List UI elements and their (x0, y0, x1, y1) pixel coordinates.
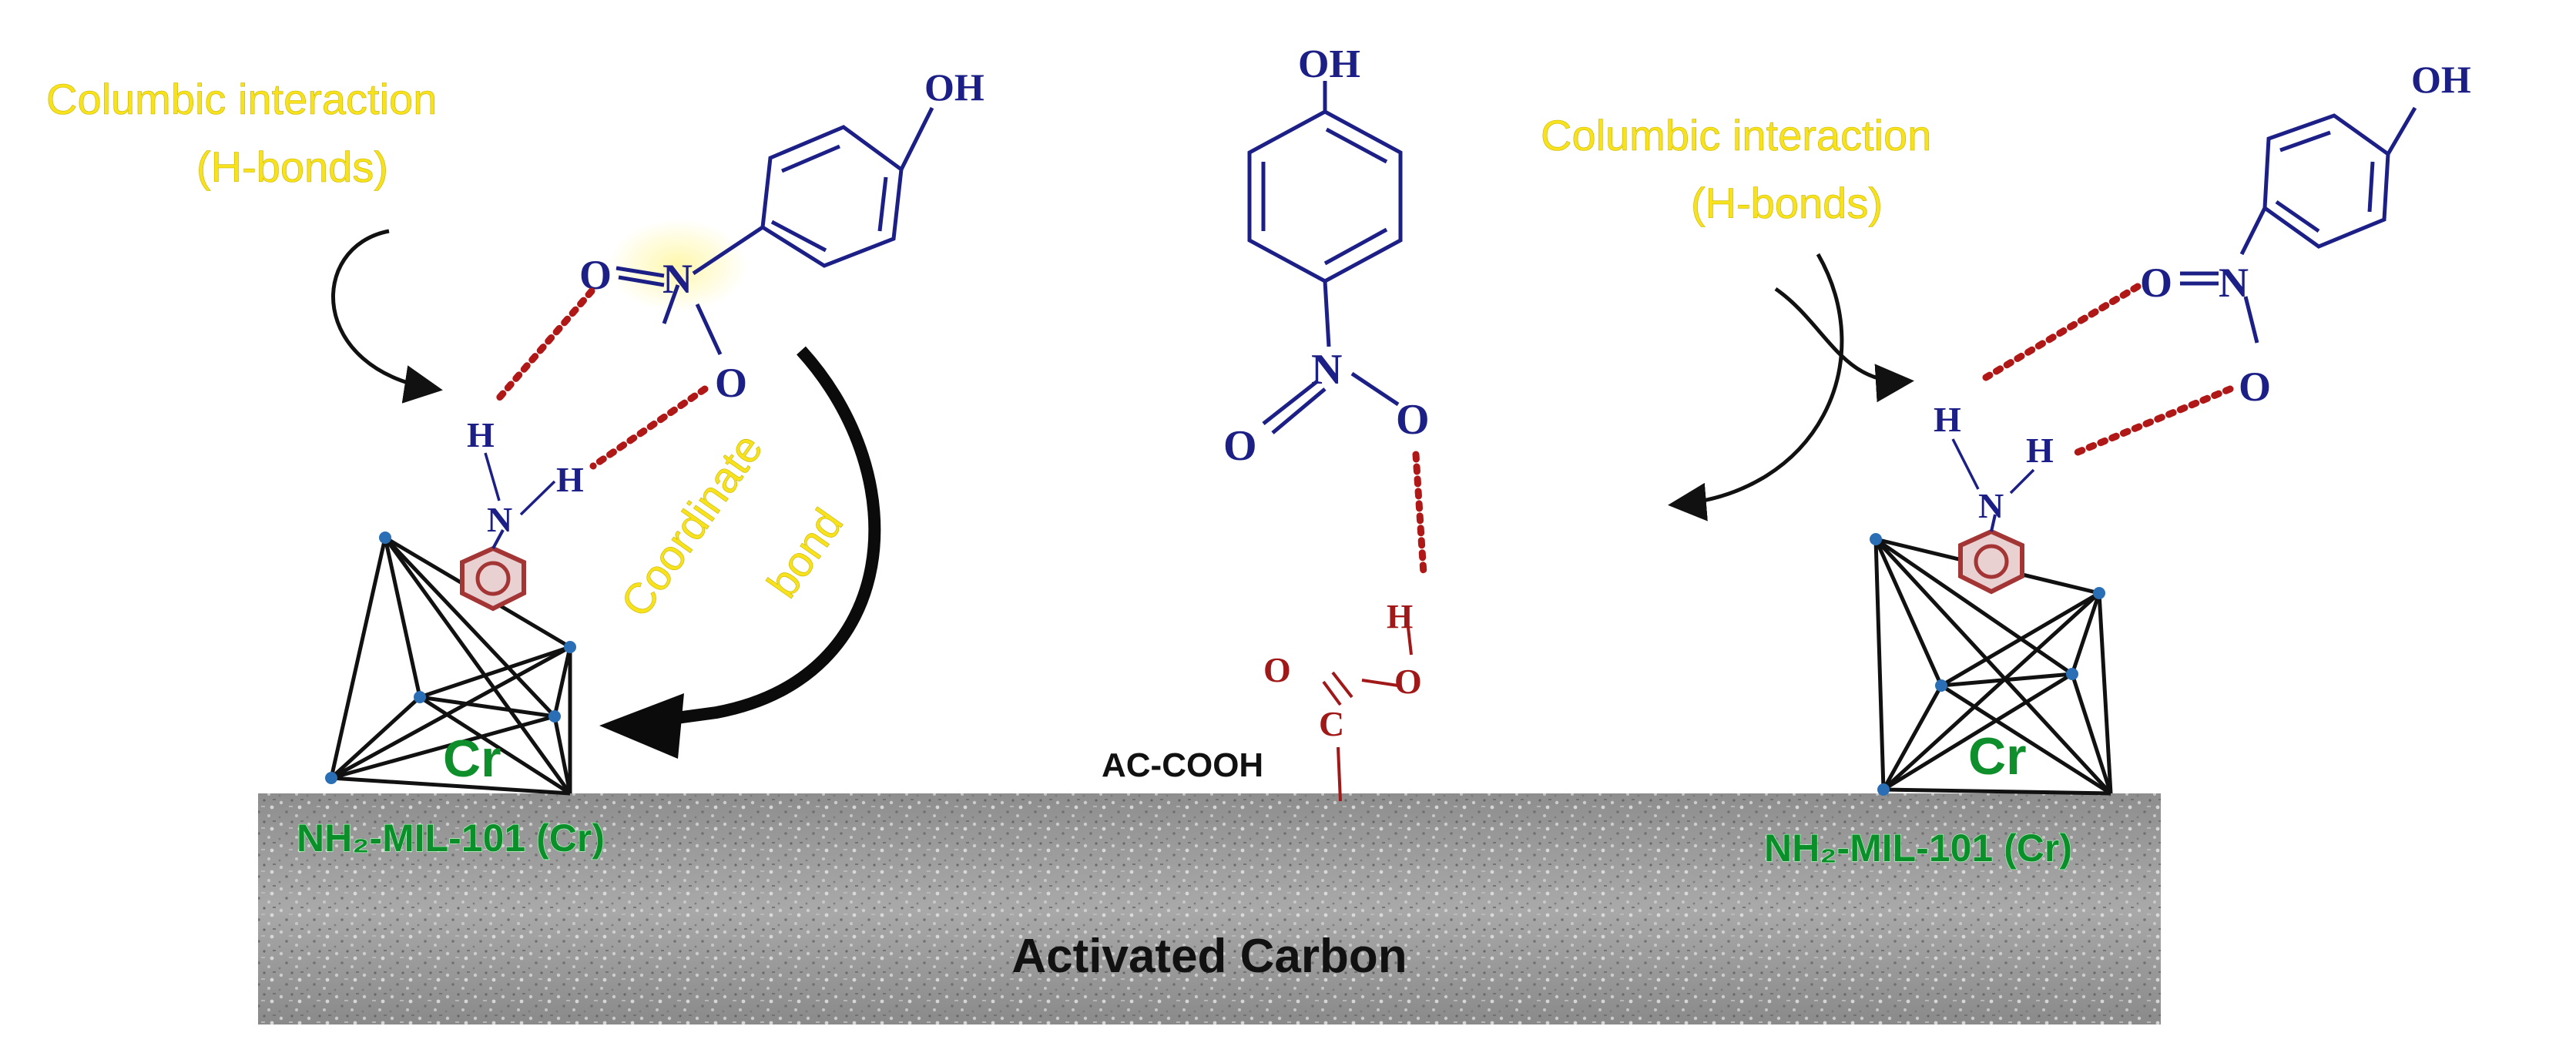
mof-label-left: NH₂-MIL-101 (Cr) (297, 817, 605, 860)
svg-text:C: C (1319, 704, 1344, 743)
chromium-label-left: Cr (443, 729, 501, 788)
columbic-interaction-label-left: Columbic interaction (46, 75, 437, 123)
mof-cage-right: Cr NH₂-MIL-101 (Cr) (1763, 514, 2113, 870)
svg-text:O: O (2140, 260, 2172, 306)
svg-text:H: H (2026, 431, 2054, 470)
hydrogen-bond-center (1412, 451, 1427, 578)
nitrophenol-molecule-left: OH N O O (579, 65, 984, 406)
hydrogen-bonds-right (1982, 283, 2234, 458)
svg-text:O: O (1263, 650, 1291, 689)
svg-text:N: N (2219, 260, 2249, 306)
svg-text:N: N (1978, 486, 2004, 525)
svg-text:N: N (1311, 346, 1342, 394)
columbic-interaction-label-right: Columbic interaction (1541, 111, 1931, 159)
svg-text:N: N (487, 500, 512, 539)
aminophenyl-ring-right (1958, 528, 2024, 595)
svg-text:H: H (1934, 400, 1961, 439)
mof-label-right: NH₂-MIL-101 (Cr) (1764, 827, 2072, 870)
amine-group-left: N H H (467, 415, 584, 539)
ac-cooh-label: AC-COOH (1102, 746, 1263, 784)
svg-text:N: N (662, 256, 693, 302)
h-bonds-label-right: (H-bonds) (1691, 179, 1883, 227)
bond-label: bond (757, 500, 852, 606)
svg-text:O: O (715, 360, 747, 406)
amine-group-right: N H H (1934, 400, 2054, 525)
coordinate-bond-arrowhead-icon (599, 693, 684, 759)
coordinate-bond-annotation: Coordinate bond (599, 346, 881, 759)
svg-text:H: H (556, 460, 584, 499)
svg-text:O: O (579, 252, 612, 298)
svg-text:O: O (1223, 422, 1257, 470)
aminophenyl-ring-left (460, 545, 526, 612)
svg-text:OH: OH (1298, 42, 1360, 86)
activated-carbon-label: Activated Carbon (1011, 930, 1407, 983)
svg-text:O: O (1394, 662, 1422, 701)
svg-text:O: O (1396, 396, 1430, 444)
svg-text:H: H (1387, 598, 1413, 635)
nitrophenol-molecule-right: OH N O O (2140, 58, 2471, 410)
carboxyl-group: H O O C (1263, 598, 1422, 802)
nitrophenol-molecule-center: OH N O O (1223, 42, 1430, 470)
svg-text:O: O (2239, 364, 2271, 410)
hydrogen-bonds-left (493, 287, 709, 470)
curved-arrow-icon-right-lower (1668, 253, 1844, 521)
svg-text:H: H (467, 415, 495, 454)
curved-arrow-icon-right-upper (1774, 287, 1914, 403)
activated-carbon-slab: Activated Carbon (258, 793, 2161, 1024)
svg-text:OH: OH (924, 65, 984, 109)
coordinate-bond-arrow-icon (630, 346, 881, 730)
chromium-label-right: Cr (1968, 727, 2027, 786)
mof-cage-left: Cr NH₂-MIL-101 (Cr) (296, 529, 605, 860)
svg-text:OH: OH (2411, 58, 2471, 101)
coordinate-label: Coordinate (611, 424, 772, 625)
h-bonds-label-left: (H-bonds) (196, 143, 388, 191)
curved-arrow-icon-left (331, 229, 443, 404)
